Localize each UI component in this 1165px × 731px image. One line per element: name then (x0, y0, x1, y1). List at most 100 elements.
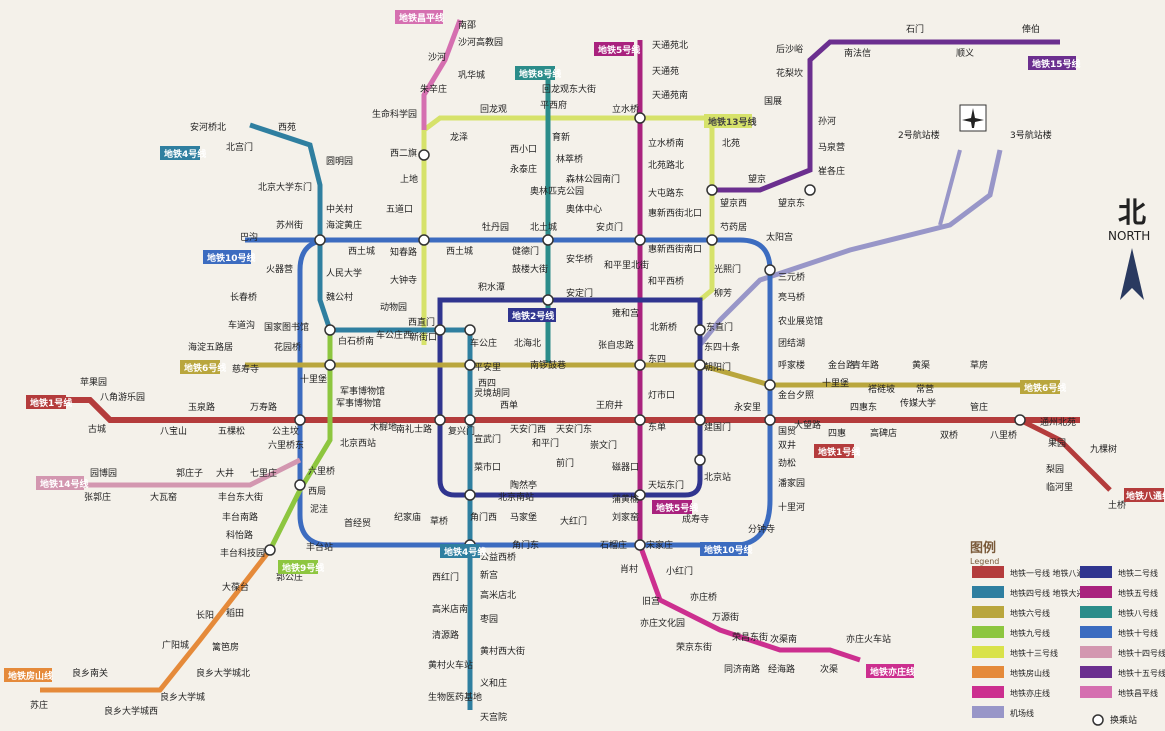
station-dajing: 大井 (216, 467, 234, 479)
station-jiaomendong: 角门东 (512, 539, 539, 551)
station-fenzhongsi: 分钟寺 (748, 523, 775, 535)
station-longze: 龙泽 (450, 131, 468, 143)
north-label-en: NORTH (1108, 229, 1150, 243)
station-xitucheng-2: 西土城 (446, 245, 473, 257)
legend-swatch (972, 686, 1004, 698)
station-chegongzhuangxi: 车公庄西 (376, 329, 412, 341)
station-wangfujing: 王府井 (596, 399, 623, 411)
svg-text:地铁亦庄线: 地铁亦庄线 (870, 666, 915, 678)
station-changying: 常营 (916, 383, 934, 395)
station-jinghailu: 经海路 (768, 663, 795, 675)
station-bajiaoyouleyuan: 八角游乐园 (100, 391, 145, 403)
station-sihuidong: 四惠东 (850, 401, 877, 413)
station-jiaomenxi: 角门西 (470, 511, 497, 523)
legend-item-label: 地铁房山线 (1010, 668, 1050, 678)
station-xihongmen: 西红门 (432, 571, 459, 583)
legend: 图例 Legend (970, 540, 999, 566)
station-tiantongyuan: 天通苑 (652, 65, 679, 77)
station-taiyanggong: 太阳宫 (766, 231, 793, 243)
station-huilongguan: 回龙观 (480, 103, 507, 115)
station-yongtaizhuang: 永泰庄 (510, 163, 537, 175)
station-qingyuanlu: 清源路 (432, 629, 459, 641)
station-zhichunlu: 知春路 (390, 246, 417, 258)
svg-text:地铁1号线: 地铁1号线 (30, 397, 72, 409)
legend-swatch (1080, 666, 1112, 678)
station-shengmingkexueyuan: 生命科学园 (372, 108, 417, 120)
station-xingong: 新宫 (480, 569, 498, 581)
station-beitucheng: 北土城 (530, 221, 557, 233)
station-guangximen: 光熙门 (714, 263, 741, 275)
station-shiliuzhuang: 石榴庄 (600, 539, 627, 551)
svg-text:地铁9号线: 地铁9号线 (282, 562, 324, 574)
station-ciqunan: 次渠南 (770, 633, 797, 645)
station-zaoyuan: 枣园 (480, 614, 498, 625)
legend-item-label: 地铁九号线 (1010, 628, 1050, 638)
station-yuquanlu: 玉泉路 (188, 401, 215, 413)
station-gongzhufen: 公主坟 (272, 425, 299, 437)
station-songjiazhuang: 宋家庄 (646, 539, 673, 551)
station-guojiatushuguan: 国家图书馆 (264, 321, 309, 333)
svg-text:地铁八通线: 地铁八通线 (1126, 490, 1165, 502)
station-beiyuanlubei: 北苑路北 (648, 159, 684, 171)
station-guanzhuang: 管庄 (970, 401, 988, 413)
station-taoranting: 陶然亭 (510, 479, 537, 491)
station-aolinpikegongyuan: 奥林匹克公园 (530, 185, 584, 197)
line-13 (421, 115, 715, 345)
legend-item-label: 地铁六号线 (1010, 608, 1050, 618)
svg-text:地铁4号线: 地铁4号线 (444, 546, 486, 558)
legend-swatch (1080, 646, 1112, 658)
legend-title-en: Legend (970, 557, 999, 566)
svg-text:地铁10号线: 地铁10号线 (207, 252, 256, 264)
svg-text:地铁房山线: 地铁房山线 (8, 670, 53, 682)
station-wangjing: 望京 (748, 173, 766, 185)
station-yuanmingyuan: 圆明园 (326, 156, 353, 167)
station-jiukeshu: 九棵树 (1090, 443, 1117, 455)
legend-item-label: 地铁二号线 (1118, 568, 1158, 578)
station-dawanglu: 大望路 (794, 419, 821, 431)
station-beijingxizhan: 北京西站 (340, 437, 376, 449)
station-sihui: 四惠 (828, 427, 846, 439)
station-jinsong: 劲松 (778, 457, 796, 469)
line-9 (267, 330, 333, 552)
station-baiduizi: 军事博物馆 (340, 385, 385, 397)
legend-item-label: 地铁亦庄线 (1010, 688, 1050, 698)
legend-item-label: 机场线 (1010, 708, 1034, 718)
station-dengshikou: 灯市口 (648, 389, 675, 401)
station-jiugong: 旧宫 (642, 595, 660, 607)
station-jijiamiao: 纪家庙 (394, 511, 421, 523)
station-suzhuang: 苏庄 (30, 699, 48, 711)
station-t3: 3号航站楼 (1010, 129, 1052, 141)
station-guloudajie: 鼓楼大街 (512, 263, 548, 275)
station-tiantongyuanbei: 天通苑北 (652, 39, 688, 51)
station-jiandemen: 健德门 (512, 245, 539, 257)
station-fuxingmen: 复兴门 (448, 425, 475, 437)
station-xisi: 西四 (478, 378, 496, 389)
station-zhuxinzhuang: 朱辛庄 (420, 83, 447, 95)
station-shaoyaoju: 芍药居 (720, 221, 747, 233)
station-dongsishitiao: 东四十条 (704, 341, 740, 353)
station-hepingxiqiao: 和平西桥 (648, 275, 684, 287)
station-qianmen: 前门 (556, 457, 574, 469)
station-jintaixizhao: 金台夕照 (778, 389, 814, 401)
station-xixiaokou: 西小口 (510, 144, 537, 155)
station-hepinglibeijie: 和平里北街 (604, 259, 649, 271)
station-lishuiqiaonan: 立水桥南 (648, 137, 684, 149)
station-liangmaqiao: 亮马桥 (778, 291, 805, 303)
station-zhongguancun: 中关村 (326, 203, 353, 215)
station-jishuitan: 积水潭 (478, 281, 505, 293)
station-dongdan: 东单 (648, 421, 666, 433)
svg-text:地铁2号线: 地铁2号线 (512, 310, 554, 322)
station-shilihe: 十里河 (778, 501, 805, 513)
station-haidianhuangzhuang: 海淀黄庄 (326, 219, 362, 231)
legend-title: 图例 (970, 540, 996, 556)
station-liuliqiao: 六里桥 (308, 465, 335, 477)
station-anhuaqiao: 安华桥 (566, 253, 593, 265)
station-wudaokou: 五道口 (386, 203, 413, 215)
station-huixinxijiebeikou: 惠新西街北口 (648, 207, 702, 219)
legend-swatch (972, 706, 1004, 718)
station-liufang: 柳芳 (714, 287, 732, 299)
station-shahe-gaojiaoyuan: 沙河高教园 (458, 36, 503, 48)
legend-swatch (972, 666, 1004, 678)
svg-text:地铁6号线: 地铁6号线 (1024, 382, 1066, 394)
station-lingjinghutong: 灵境胡同 (474, 387, 510, 399)
